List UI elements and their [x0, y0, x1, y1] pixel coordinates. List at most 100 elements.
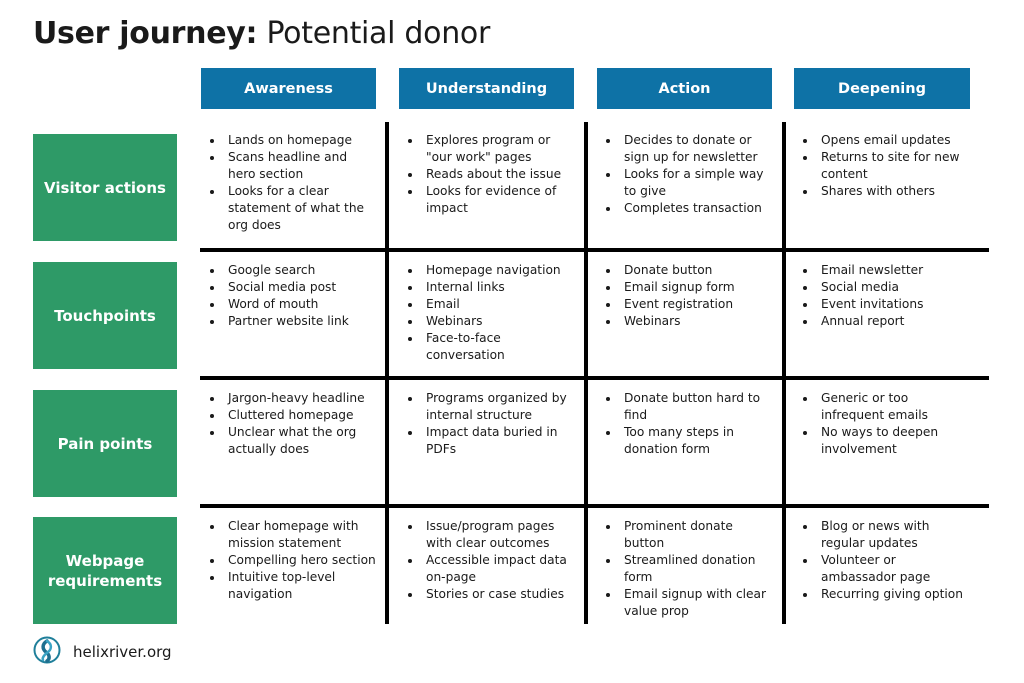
grid-divider-vertical — [584, 122, 588, 624]
bullet-item: Email — [402, 296, 574, 313]
cell-visitor-actions-action: Decides to donate or sign up for newslet… — [600, 132, 772, 217]
bullet-item: Word of mouth — [204, 296, 376, 313]
bullet-item: Jargon-heavy headline — [204, 390, 376, 407]
bullet-item: Donate button — [600, 262, 772, 279]
bullet-item: Too many steps in donation form — [600, 424, 772, 458]
bullet-item: Explores program or "our work" pages — [402, 132, 574, 166]
bullet-item: Prominent donate button — [600, 518, 772, 552]
bullet-item: Lands on homepage — [204, 132, 376, 149]
bullet-item: Opens email updates — [797, 132, 969, 149]
bullet-item: Accessible impact data on-page — [402, 552, 574, 586]
bullet-item: Internal links — [402, 279, 574, 296]
bullet-item: Scans headline and hero section — [204, 149, 376, 183]
bullet-item: Looks for a clear statement of what the … — [204, 183, 376, 234]
bullet-item: Compelling hero section — [204, 552, 376, 569]
stage-header-understanding: Understanding — [399, 68, 574, 109]
bullet-item: Google search — [204, 262, 376, 279]
bullet-item: Face-to-face conversation — [402, 330, 574, 364]
bullet-item: Looks for a simple way to give — [600, 166, 772, 200]
title-bold: User journey: — [33, 16, 258, 51]
bullet-item: Homepage navigation — [402, 262, 574, 279]
footer: helixriver.org — [33, 636, 172, 668]
grid-divider-vertical — [782, 122, 786, 624]
bullet-item: Programs organized by internal structure — [402, 390, 574, 424]
page-title: User journey: Potential donor — [33, 14, 490, 54]
bullet-item: Social media — [797, 279, 969, 296]
bullet-item: Donate button hard to find — [600, 390, 772, 424]
row-label-pain-points: Pain points — [33, 390, 177, 497]
bullet-item: Email signup with clear value prop — [600, 586, 772, 620]
grid-divider-horizontal — [200, 248, 989, 252]
cell-pain-points-understanding: Programs organized by internal structure… — [402, 390, 574, 458]
bullet-list: Programs organized by internal structure… — [402, 390, 574, 458]
bullet-item: Webinars — [600, 313, 772, 330]
stage-header-deepening: Deepening — [794, 68, 970, 109]
bullet-item: Shares with others — [797, 183, 969, 200]
footer-site-link[interactable]: helixriver.org — [73, 643, 172, 661]
bullet-item: Partner website link — [204, 313, 376, 330]
bullet-item: Cluttered homepage — [204, 407, 376, 424]
stage-header-awareness: Awareness — [201, 68, 376, 109]
bullet-item: Stories or case studies — [402, 586, 574, 603]
bullet-item: No ways to deepen involvement — [797, 424, 969, 458]
row-label-touchpoints: Touchpoints — [33, 262, 177, 369]
bullet-item: Clear homepage with mission statement — [204, 518, 376, 552]
title-rest: Potential donor — [257, 16, 491, 51]
bullet-item: Email newsletter — [797, 262, 969, 279]
bullet-item: Event registration — [600, 296, 772, 313]
bullet-item: Streamlined donation form — [600, 552, 772, 586]
bullet-item: Impact data buried in PDFs — [402, 424, 574, 458]
bullet-item: Reads about the issue — [402, 166, 574, 183]
bullet-item: Returns to site for new content — [797, 149, 969, 183]
bullet-item: Event invitations — [797, 296, 969, 313]
bullet-item: Recurring giving option — [797, 586, 969, 603]
bullet-item: Social media post — [204, 279, 376, 296]
row-label-webpage-requirements: Webpage requirements — [33, 517, 177, 624]
bullet-item: Generic or too infrequent emails — [797, 390, 969, 424]
bullet-item: Unclear what the org actually does — [204, 424, 376, 458]
bullet-item: Completes transaction — [600, 200, 772, 217]
stage-header-action: Action — [597, 68, 772, 109]
grid-divider-horizontal — [200, 376, 989, 380]
bullet-item: Decides to donate or sign up for newslet… — [600, 132, 772, 166]
bullet-item: Email signup form — [600, 279, 772, 296]
row-label-visitor-actions: Visitor actions — [33, 134, 177, 241]
helix-river-logo-icon — [33, 636, 61, 668]
grid-divider-horizontal — [200, 504, 989, 508]
grid-divider-vertical — [385, 122, 389, 624]
bullet-item: Blog or news with regular updates — [797, 518, 969, 552]
bullet-item: Looks for evidence of impact — [402, 183, 574, 217]
bullet-item: Volunteer or ambassador page — [797, 552, 969, 586]
bullet-item: Intuitive top-level navigation — [204, 569, 376, 603]
bullet-item: Annual report — [797, 313, 969, 330]
bullet-item: Webinars — [402, 313, 574, 330]
